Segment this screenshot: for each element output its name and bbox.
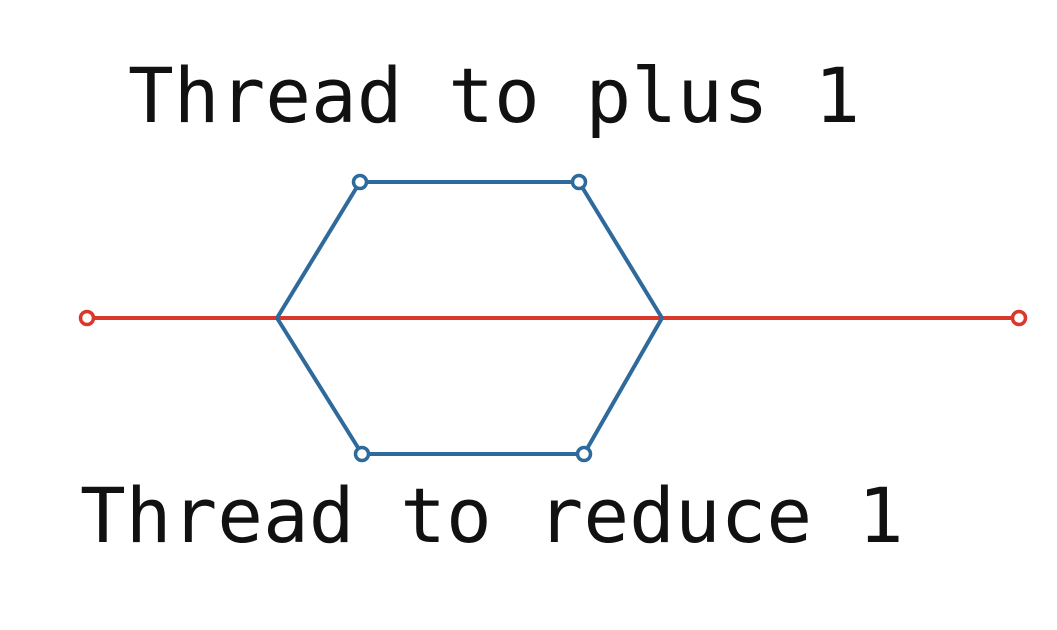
plus-thread-upper-path <box>275 180 664 320</box>
reduce-thread-node-right <box>1010 309 1028 327</box>
plus-thread-node-top-left <box>351 173 369 191</box>
reduce-thread-node-left <box>78 309 96 327</box>
bottom-thread-label: Thread to reduce 1 <box>80 471 904 560</box>
plus-thread-lower-path <box>275 316 664 456</box>
top-thread-label: Thread to plus 1 <box>128 51 860 140</box>
plus-thread-node-bottom-right <box>575 445 593 463</box>
plus-thread-node-top-right <box>570 173 588 191</box>
plus-thread-node-bottom-left <box>353 445 371 463</box>
